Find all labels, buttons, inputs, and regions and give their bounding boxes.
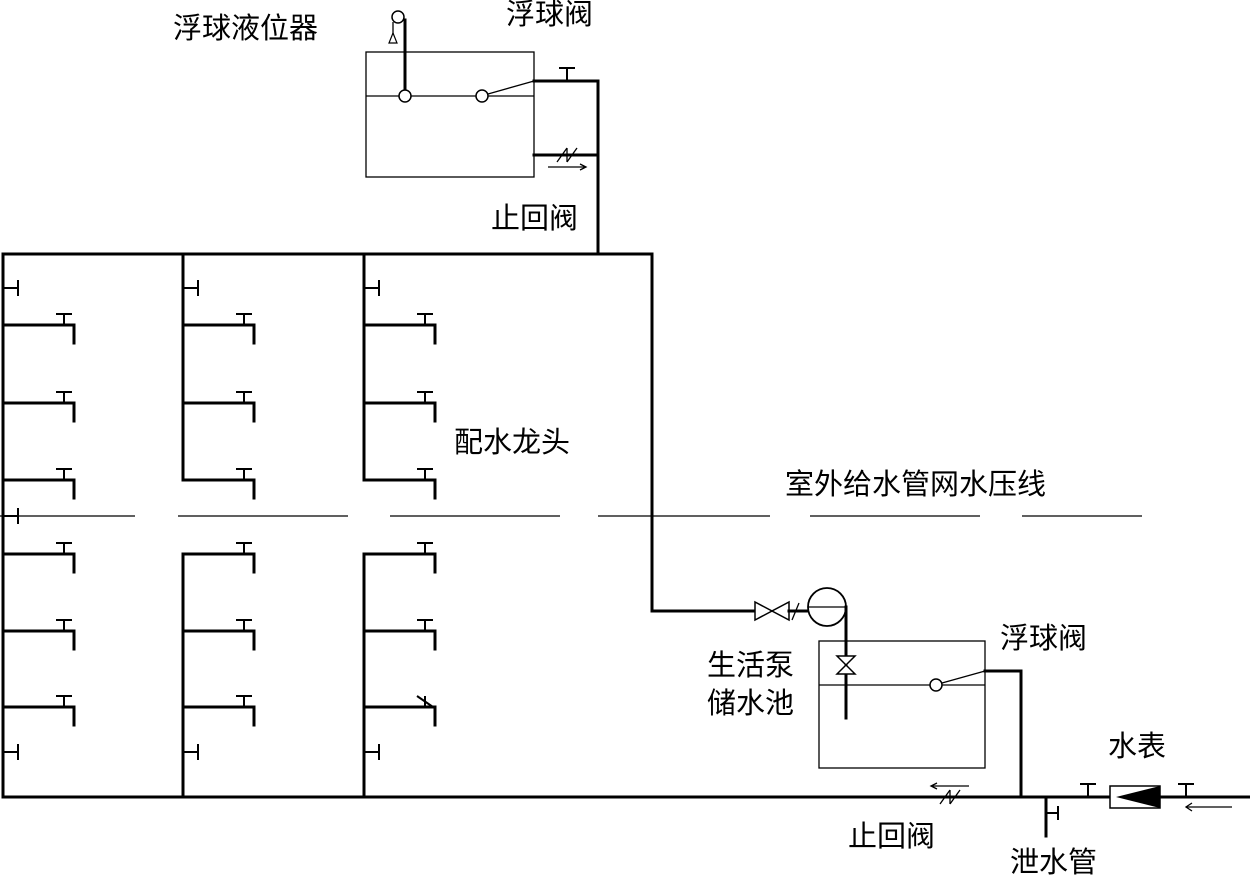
water-taps-label: 配水龙头 [454,425,570,459]
storage-tank [818,640,986,769]
water-tap-icon [181,619,256,651]
drain-pipe [1044,795,1059,838]
meter-valve-left-icon [1080,783,1096,797]
float-valve-top-label: 浮球阀 [506,0,593,31]
water-tap-icon [1,542,76,574]
drain-pipe-label: 泄水管 [1010,845,1097,879]
water-tap-icon [181,391,256,423]
check-valve-bottom-label: 止回阀 [848,819,935,853]
water-tap-icon [1,695,76,727]
pump-gate-valve-icon [754,600,790,622]
check-valve-top-label: 止回阀 [491,201,578,235]
water-meter-icon [1109,785,1161,809]
suction-valve-icon [835,655,857,675]
float-level-gauge-label: 浮球液位器 [173,11,318,45]
water-tap-icon [362,619,437,651]
water-tap-icon [181,542,256,574]
water-tap-icon [1,468,76,500]
check-valve-top-icon [532,147,600,171]
float-valve-top-icon [475,67,600,103]
domestic-pump-icon [807,587,847,627]
storage-tank-label: 储水池 [707,686,794,720]
water-tap-icon [362,391,437,423]
float-valve-bottom-icon [929,669,1023,799]
water-tap-icon [362,313,437,345]
check-valve-bottom-icon [929,782,969,805]
pump-check-valve-icon [787,602,810,621]
float-valve-bottom-label: 浮球阀 [1000,621,1087,655]
float-level-gauge-icon [388,10,412,103]
water-tap-icon [362,542,437,574]
water-meter-label: 水表 [1108,729,1166,763]
water-tap-icon [1,313,76,345]
water-tap-icon [181,313,256,345]
water-tap-icon [181,468,256,500]
roof-water-tank [365,51,535,178]
meter-valve-right-icon [1178,783,1194,797]
water-tap-icon [1,619,76,651]
water-tap-icon [362,468,437,500]
water-tap-icon [362,695,437,727]
domestic-pump-label: 生活泵 [707,648,794,682]
water-tap-icon [1,391,76,423]
riser-end-caps [3,280,380,760]
water-tap-icon [181,695,256,727]
flow-direction-arrow-icon [1184,802,1232,812]
outdoor-pressure-line-label: 室外给水管网水压线 [785,467,1046,501]
